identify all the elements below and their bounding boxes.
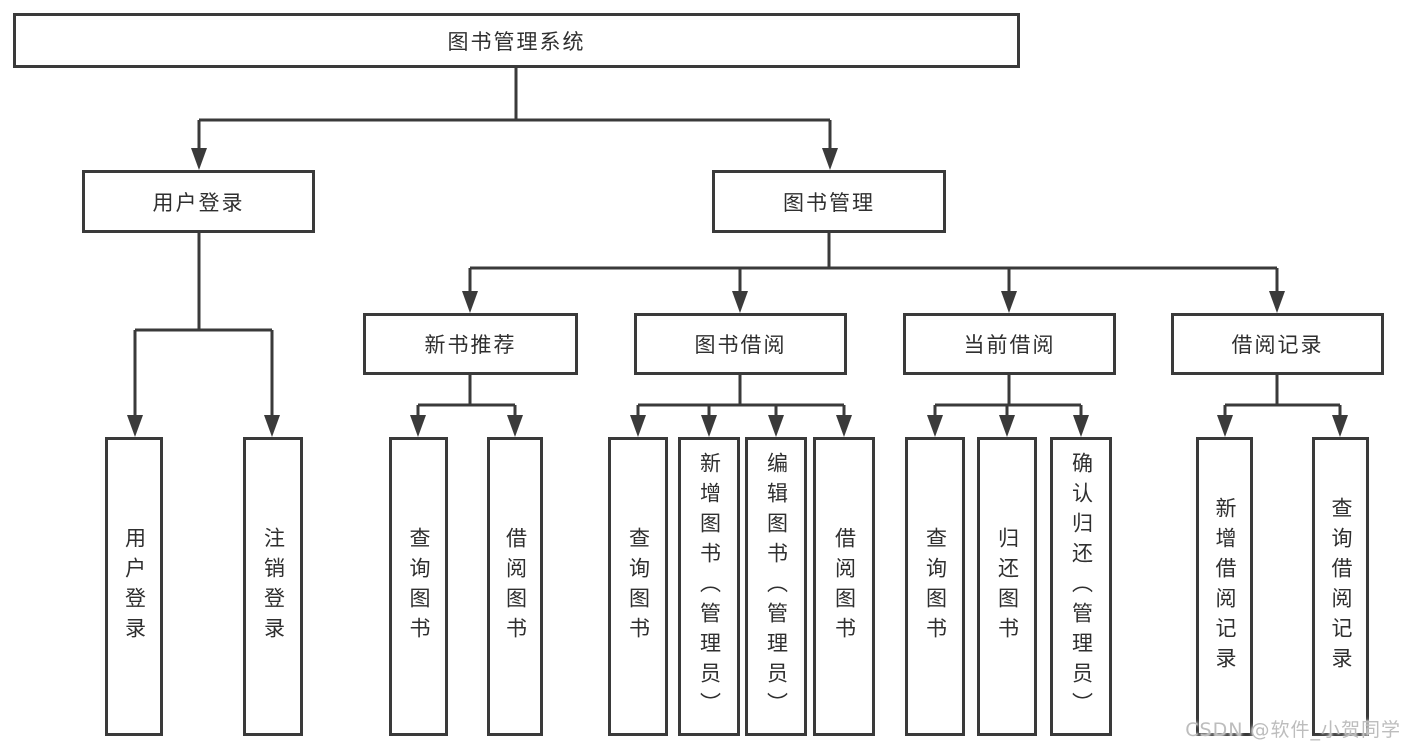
leaf-current-query-books: 查询图书 — [905, 437, 965, 736]
connector-book-management-branch — [468, 233, 1279, 295]
node-borrow-records-label: 借阅记录 — [1231, 333, 1324, 357]
leaf-borrow-query-books: 查询图书 — [608, 437, 668, 736]
node-new-book-recommend: 新书推荐 — [363, 313, 578, 375]
leaf-logout-label: 注销登录 — [261, 526, 286, 647]
connector-user-login-branch — [133, 233, 274, 419]
connector-book-borrow-branch — [636, 375, 846, 419]
connector-current-borrow-branch — [933, 375, 1083, 419]
connector-borrow-records-branch — [1223, 375, 1342, 419]
leaf-recommend-query-books-label: 查询图书 — [407, 526, 431, 647]
node-borrow-records: 借阅记录 — [1171, 313, 1384, 375]
node-root-label: 图书管理系统 — [447, 29, 586, 54]
leaf-current-confirm-return-admin: 确认归还（管理员） — [1050, 437, 1112, 736]
node-root: 图书管理系统 — [13, 13, 1020, 68]
leaf-current-confirm-return-admin-label: 确认归还（管理员） — [1069, 451, 1094, 722]
leaf-borrow-borrow-books-label: 借阅图书 — [832, 526, 857, 647]
leaf-current-query-books-label: 查询图书 — [923, 526, 948, 647]
node-current-borrow: 当前借阅 — [903, 313, 1116, 375]
node-book-management-label: 图书管理 — [783, 190, 875, 215]
node-new-book-recommend-label: 新书推荐 — [424, 333, 517, 357]
node-book-borrow-label: 图书借阅 — [694, 333, 787, 357]
connector-root-to-level2 — [197, 68, 832, 152]
node-book-management: 图书管理 — [712, 170, 946, 233]
leaf-current-return-books: 归还图书 — [977, 437, 1037, 736]
leaf-recommend-query-books: 查询图书 — [389, 437, 448, 736]
leaf-borrow-edit-books-admin-label: 编辑图书（管理员） — [764, 451, 789, 722]
node-user-login-label: 用户登录 — [152, 190, 245, 215]
leaf-records-query-record: 查询借阅记录 — [1312, 437, 1369, 736]
leaf-records-add-record-label: 新增借阅记录 — [1213, 496, 1237, 677]
node-book-borrow: 图书借阅 — [634, 313, 847, 375]
leaf-user-login-label: 用户登录 — [122, 526, 147, 647]
node-current-borrow-label: 当前借阅 — [963, 333, 1056, 357]
leaf-recommend-borrow-books: 借阅图书 — [487, 437, 543, 736]
node-user-login: 用户登录 — [82, 170, 315, 233]
leaf-records-query-record-label: 查询借阅记录 — [1329, 496, 1353, 677]
leaf-current-return-books-label: 归还图书 — [995, 526, 1020, 647]
leaf-borrow-query-books-label: 查询图书 — [626, 526, 651, 647]
leaf-borrow-add-books-admin: 新增图书（管理员） — [678, 437, 740, 736]
leaf-logout: 注销登录 — [243, 437, 303, 736]
connector-new-book-recommend-branch — [416, 375, 517, 419]
arrowheads — [127, 148, 1348, 437]
leaf-user-login: 用户登录 — [105, 437, 163, 736]
leaf-borrow-edit-books-admin: 编辑图书（管理员） — [745, 437, 807, 736]
leaf-records-add-record: 新增借阅记录 — [1196, 437, 1253, 736]
leaf-recommend-borrow-books-label: 借阅图书 — [503, 526, 528, 647]
leaf-borrow-add-books-admin-label: 新增图书（管理员） — [697, 451, 722, 722]
leaf-borrow-borrow-books: 借阅图书 — [813, 437, 875, 736]
